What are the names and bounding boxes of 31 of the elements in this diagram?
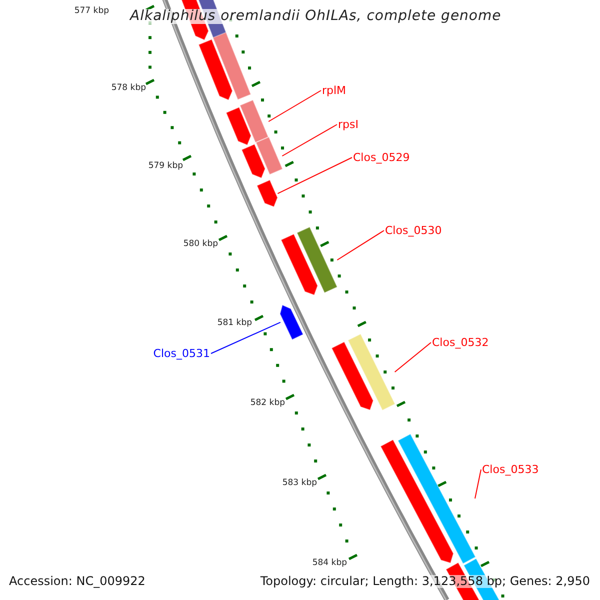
gene-bar: [240, 100, 269, 143]
gene-label: Clos_0529: [353, 151, 410, 164]
scale-label: 581 kbp: [217, 318, 252, 328]
scale-label: 578 kbp: [111, 83, 146, 93]
gene-label: rpsI: [338, 118, 358, 131]
scale-label: 579 kbp: [148, 161, 183, 171]
scale-label: 584 kbp: [312, 558, 347, 568]
gene-bar: [398, 434, 476, 564]
genome-title: Alkaliphilus oremlandii OhILAs, complete genome: [128, 9, 504, 24]
gene-label: Clos_0533: [482, 463, 539, 476]
scale-label: 577 kbp: [74, 6, 109, 16]
scale-label: 583 kbp: [282, 478, 317, 488]
gene-bar: [256, 137, 282, 175]
genome-info-text: Topology: circular; Length: 3,123,558 bp; Genes: 2,950: [260, 575, 590, 588]
gene-bar: [348, 334, 395, 410]
gene-label: rplM: [322, 84, 346, 97]
leader-line: [474, 469, 482, 499]
gene-label: Clos_0532: [432, 336, 489, 349]
gene-bar: [296, 227, 338, 293]
leader-line: [394, 342, 432, 372]
gene-label: Clos_0530: [385, 224, 442, 237]
leader-line: [336, 230, 384, 260]
scale-label: 580 kbp: [183, 239, 218, 249]
accession-text: Accession: NC_009922: [9, 575, 146, 588]
leader-line: [282, 124, 338, 156]
leader-line: [210, 322, 281, 354]
gene-feature: [257, 180, 278, 207]
scale-label: 582 kbp: [250, 398, 285, 408]
leader-line: [277, 157, 352, 194]
gene-feature: [280, 305, 304, 340]
gene-label: Clos_0531: [153, 347, 210, 360]
